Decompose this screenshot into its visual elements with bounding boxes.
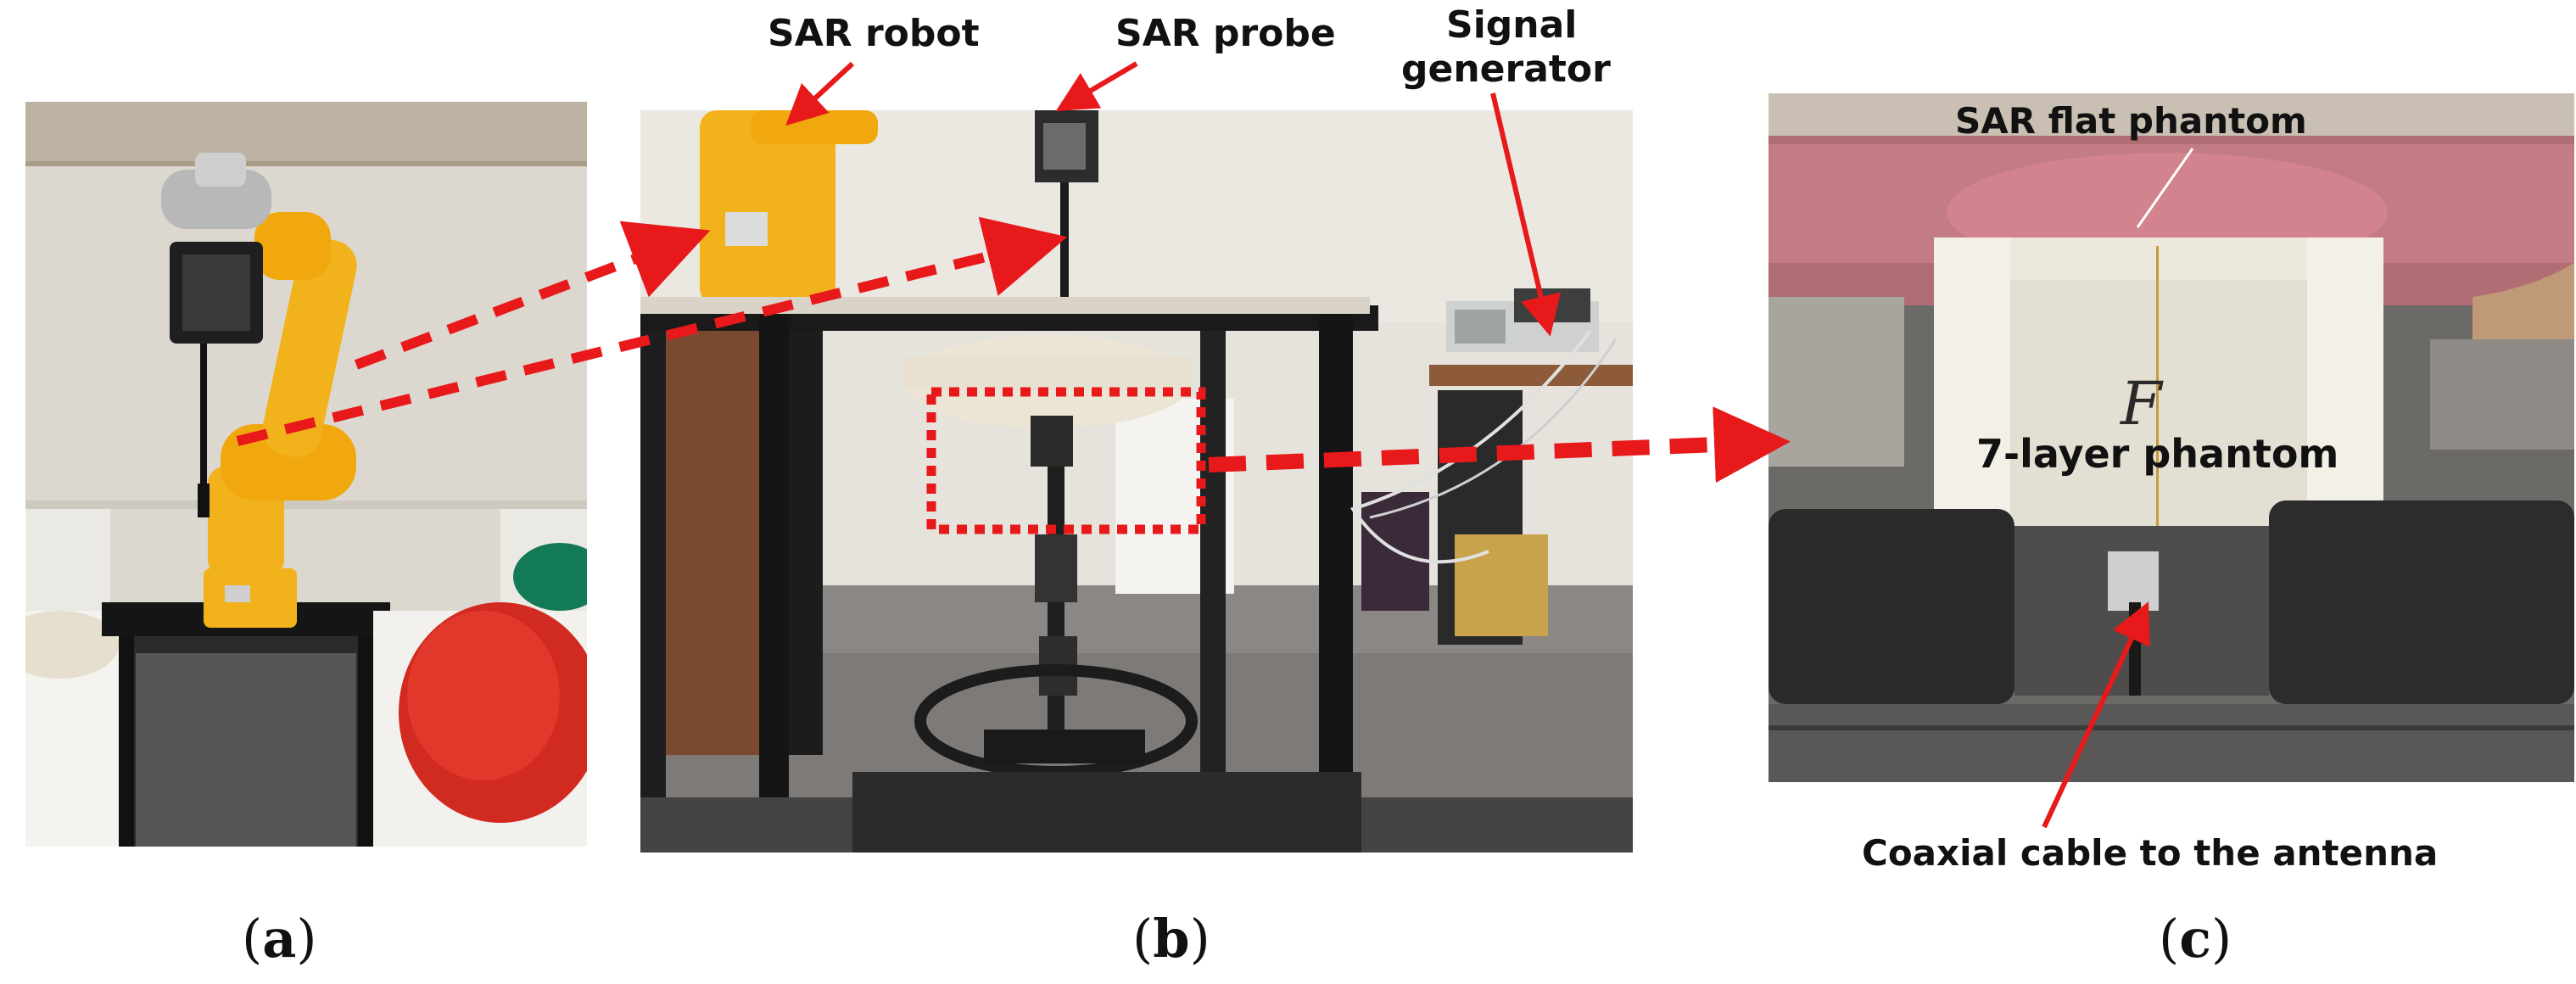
panel-label-c-open: ( <box>2159 908 2180 970</box>
label-signal-generator-line2: generator <box>1401 48 1611 91</box>
sar-robot-photo <box>25 102 587 847</box>
arrow-sar-probe <box>1055 61 1138 112</box>
svg-text:F: F <box>2119 369 2164 439</box>
panel-label-c-close: ) <box>2210 908 2232 970</box>
label-sar-flat-phantom: SAR flat phantom <box>1955 100 2307 142</box>
panel-label-c-letter: c <box>2179 908 2211 970</box>
panel-label-a: (a) <box>242 908 317 970</box>
label-signal-generator-line1: Signal <box>1446 3 1578 47</box>
photo-panel-a-sar-robot <box>25 102 587 847</box>
panel-label-b-close: ) <box>1189 908 1210 970</box>
photo-panel-b-measurement-setup <box>640 110 1633 853</box>
panel-label-c: (c) <box>2159 908 2232 970</box>
panel-label-b-open: ( <box>1132 908 1154 970</box>
panel-label-a-close: ) <box>296 908 317 970</box>
measurement-setup-photo <box>640 110 1633 853</box>
label-sar-robot: SAR robot <box>768 12 980 55</box>
panel-label-b: (b) <box>1132 908 1210 970</box>
panel-label-b-letter: b <box>1153 908 1190 970</box>
label-sar-probe: SAR probe <box>1115 12 1336 55</box>
panel-label-a-open: ( <box>242 908 263 970</box>
label-coaxial-cable: Coaxial cable to the antenna <box>1862 832 2439 874</box>
label-seven-layer-phantom: 7-layer phantom <box>1976 431 2339 477</box>
panel-label-a-letter: a <box>262 908 297 970</box>
